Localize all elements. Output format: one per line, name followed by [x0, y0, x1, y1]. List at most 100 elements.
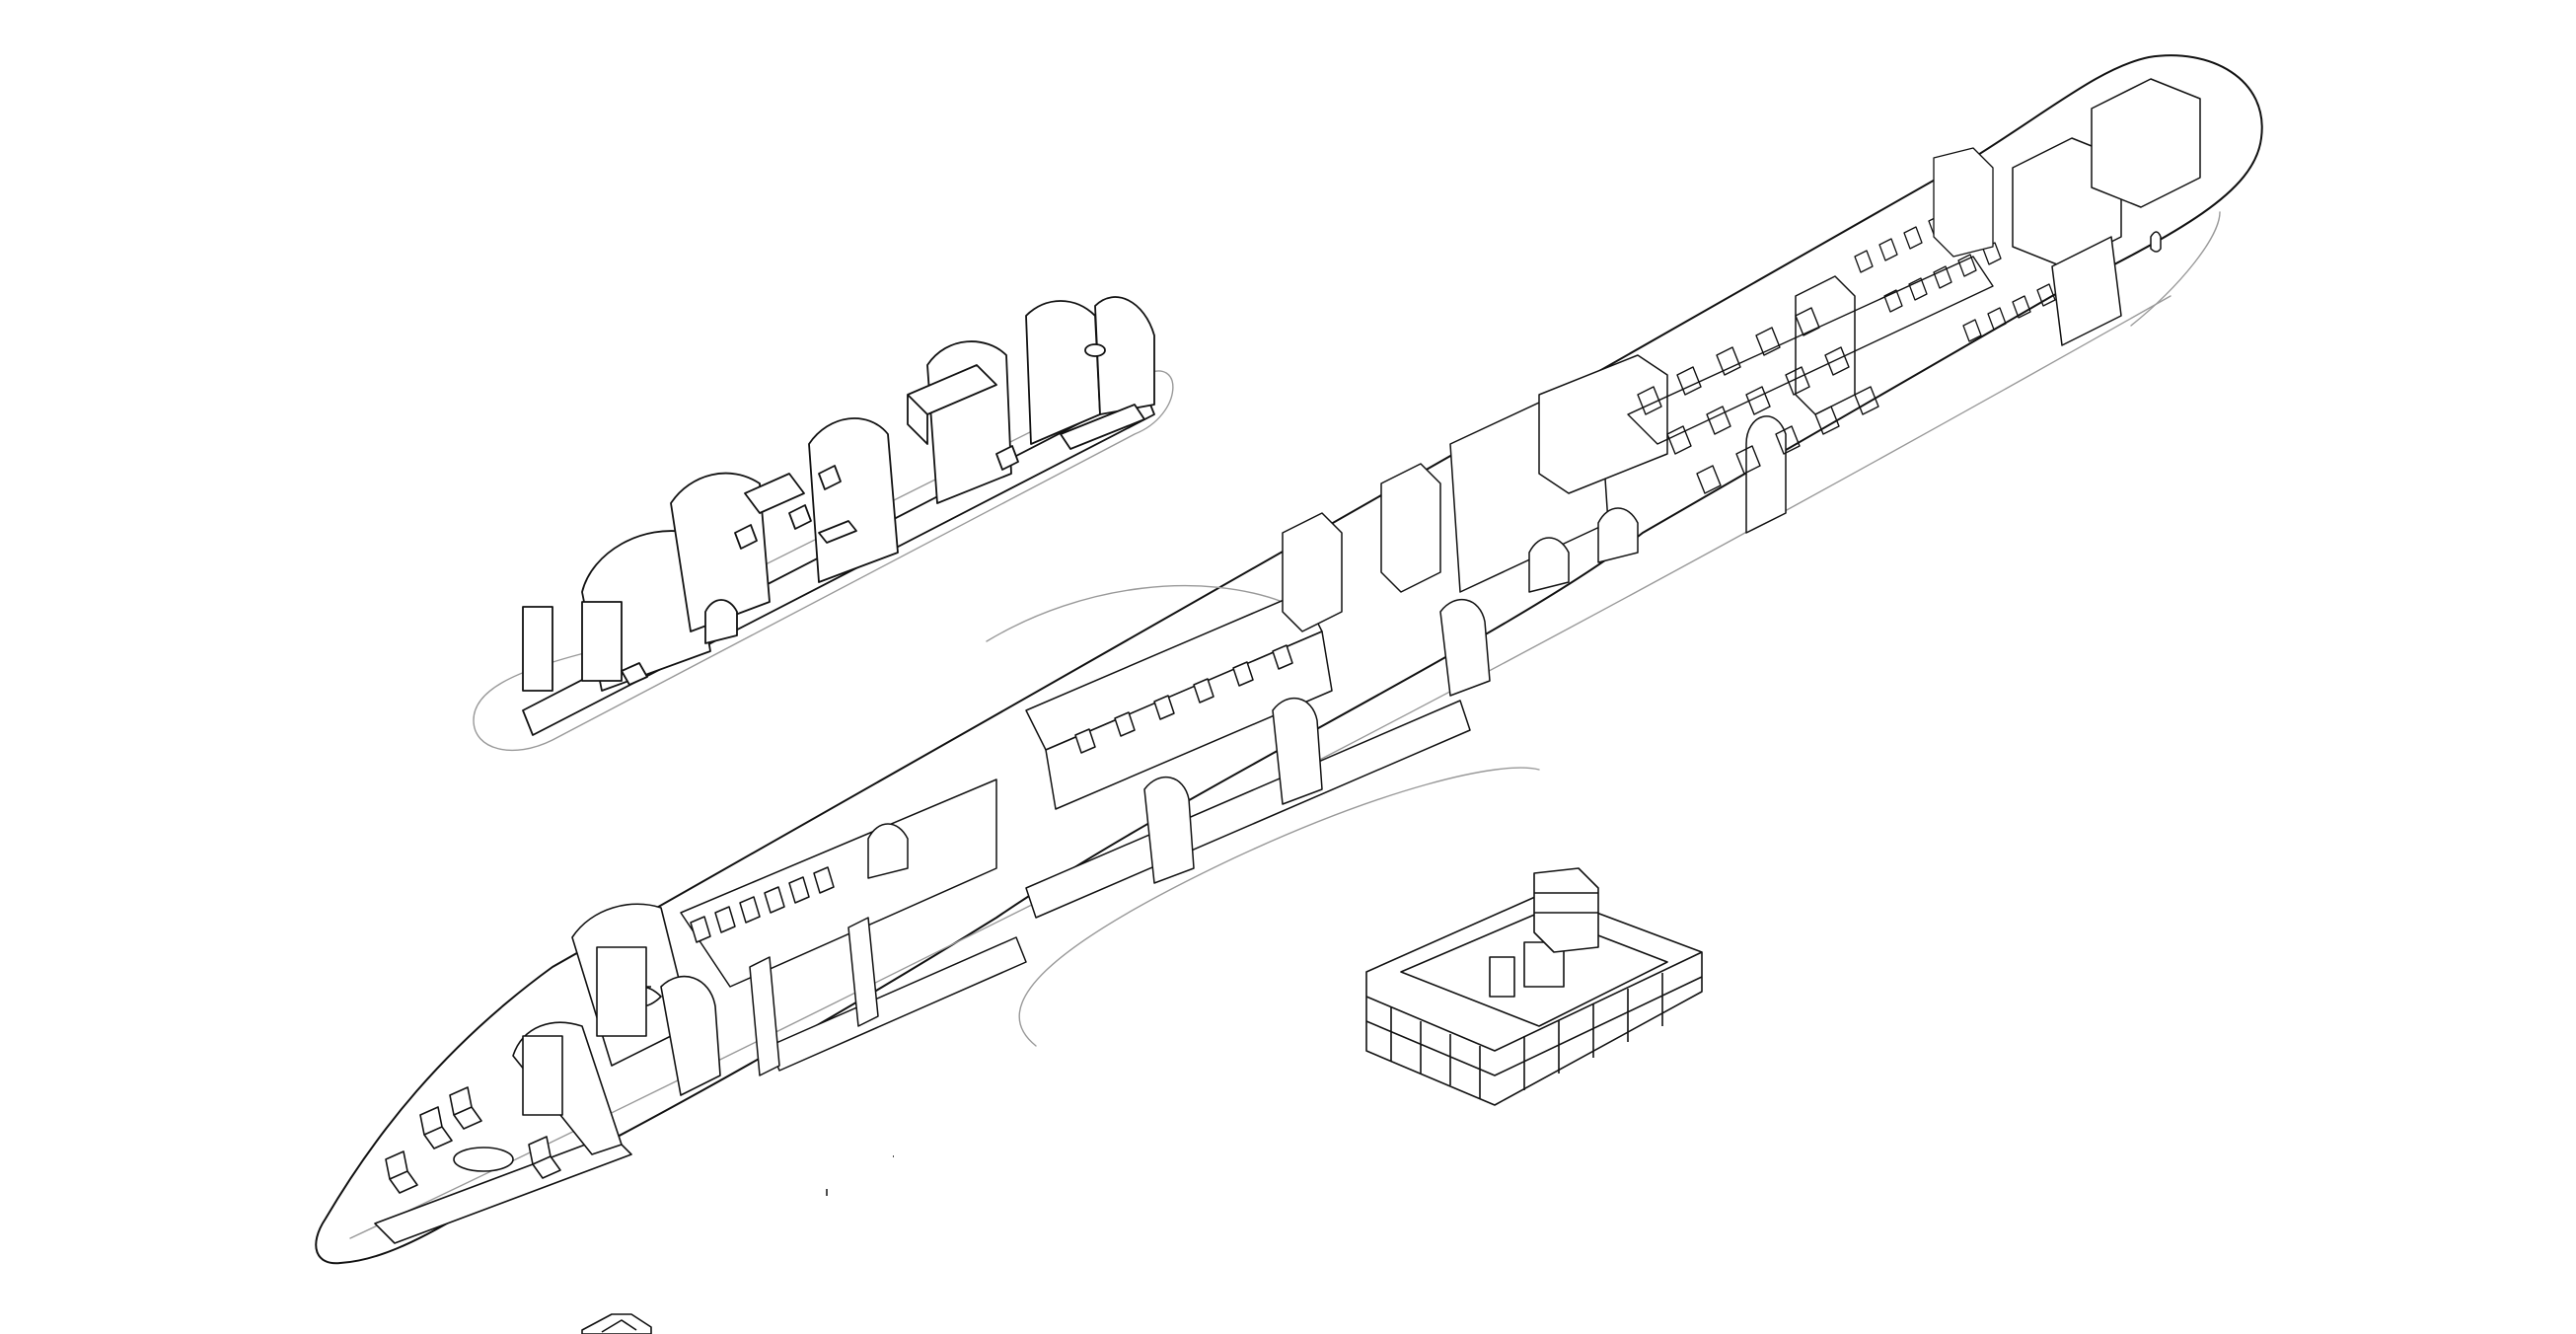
- chair-icon: [995, 445, 1019, 471]
- seat-icon: [1153, 695, 1175, 720]
- curved-partition: [1439, 598, 1491, 697]
- divider-panel: [749, 956, 780, 1076]
- seat-icon: [1795, 307, 1820, 336]
- upper-deck-shadow: [473, 370, 1174, 752]
- cabin-floor: [1627, 256, 1994, 445]
- lavatory-block: [2091, 78, 2201, 208]
- seat-icon: [2012, 295, 2031, 319]
- seat-icon: [1814, 406, 1840, 435]
- cargo-containers: [1365, 951, 1703, 1098]
- bed-icon: [907, 364, 997, 445]
- tall-cabinet: [1282, 512, 1343, 632]
- seat-icon: [1193, 678, 1214, 704]
- curved-partition: [660, 975, 721, 1096]
- armchair-icon: [704, 599, 738, 644]
- tail-lavatories: [2012, 78, 2201, 346]
- side-table: [818, 520, 857, 544]
- seat-icon: [714, 906, 736, 933]
- seat-icon: [1824, 346, 1850, 376]
- tail-galley: [2051, 236, 2122, 346]
- mid-corridor: [1025, 591, 1471, 919]
- fuselage-belly-curve: [1018, 767, 1540, 1047]
- tail-curve: [2130, 211, 2221, 327]
- chair-icon: [449, 1086, 482, 1130]
- arch-frame: [670, 472, 771, 632]
- seat-icon: [813, 866, 835, 894]
- seat-icon: [1854, 250, 1874, 273]
- seat-icon: [1903, 226, 1923, 250]
- seat-icon: [1908, 277, 1928, 301]
- seat-icon: [1232, 661, 1254, 687]
- lounge-table: [453, 1147, 514, 1172]
- seat-icon: [1957, 254, 1977, 277]
- wardrobe-panel: [596, 946, 647, 1037]
- chair-icon: [788, 504, 812, 530]
- seat-icon: [1676, 366, 1702, 396]
- seat-icon: [1745, 386, 1771, 415]
- seat-icon: [1272, 644, 1293, 670]
- upper-deck-cutaway: [473, 296, 1174, 752]
- forward-stairwell: [571, 903, 721, 1096]
- washbasin-icon: [1084, 343, 1106, 357]
- seat-icon: [1883, 289, 1903, 313]
- wing-root-curve: [986, 585, 1284, 642]
- seat-icon: [2036, 283, 2056, 307]
- chair-icon: [818, 465, 842, 490]
- upper-deck-dining: [734, 465, 857, 550]
- seat-icon: [1735, 445, 1761, 475]
- armchair-icon: [867, 823, 909, 879]
- seat-icon: [1637, 386, 1662, 415]
- upper-deck-lounge: [522, 599, 738, 692]
- stacked-shelves: [1533, 867, 1599, 953]
- seat-icon: [1706, 406, 1731, 435]
- chair-icon: [734, 524, 758, 550]
- cargo-galley-cart: [1489, 867, 1599, 998]
- tail-window-icon: [2150, 231, 2162, 253]
- seat-row: [690, 866, 835, 943]
- stray-marks: [826, 1155, 894, 1196]
- cargo-panel: [1489, 956, 1515, 998]
- armchair-icon: [1597, 507, 1639, 563]
- tall-cabinet: [1380, 463, 1441, 593]
- seat-icon: [1074, 728, 1096, 754]
- forward-seating: [680, 778, 1027, 1076]
- wardrobe-panel: [522, 606, 553, 692]
- chair-icon: [621, 662, 648, 686]
- divider-panel: [847, 917, 879, 1027]
- seat-icon: [1933, 265, 1952, 289]
- seat-icon: [788, 876, 810, 904]
- seat-icon: [1716, 346, 1741, 376]
- curved-partition: [1272, 697, 1323, 805]
- lounge-chairs: [385, 1086, 561, 1194]
- seat-icon: [1775, 425, 1801, 455]
- seat-icon: [1878, 238, 1898, 261]
- corridor-back-wall: [1045, 630, 1333, 810]
- seat-icon: [1987, 307, 2007, 331]
- chair-icon: [385, 1150, 418, 1194]
- container-grid: [1365, 951, 1703, 1098]
- seat-icon: [1785, 366, 1810, 396]
- bulkhead-arch: [1745, 415, 1787, 534]
- galley-block: [1795, 275, 1856, 415]
- chair-icon: [419, 1106, 453, 1149]
- seat-icon: [1962, 319, 1982, 342]
- seat-icon: [1854, 386, 1879, 415]
- corridor-seats: [1074, 644, 1293, 754]
- seat-icon: [739, 896, 761, 924]
- arch-frame: [926, 340, 1012, 504]
- chair-icon: [528, 1136, 561, 1179]
- wardrobe-panel: [581, 601, 623, 682]
- fragment-detail: [601, 1319, 637, 1333]
- nose-lounge: [374, 1021, 632, 1244]
- business-seats: [1637, 307, 1879, 494]
- wall-cabinet: [522, 1035, 563, 1116]
- curved-partition: [1143, 776, 1195, 884]
- seat-icon: [690, 916, 711, 943]
- upper-deck-bedroom: [907, 343, 1145, 471]
- sofa-icon: [1060, 404, 1145, 450]
- aft-business-cabin: [1627, 256, 1994, 494]
- seat-icon: [764, 886, 785, 914]
- seat-icon: [1114, 711, 1136, 737]
